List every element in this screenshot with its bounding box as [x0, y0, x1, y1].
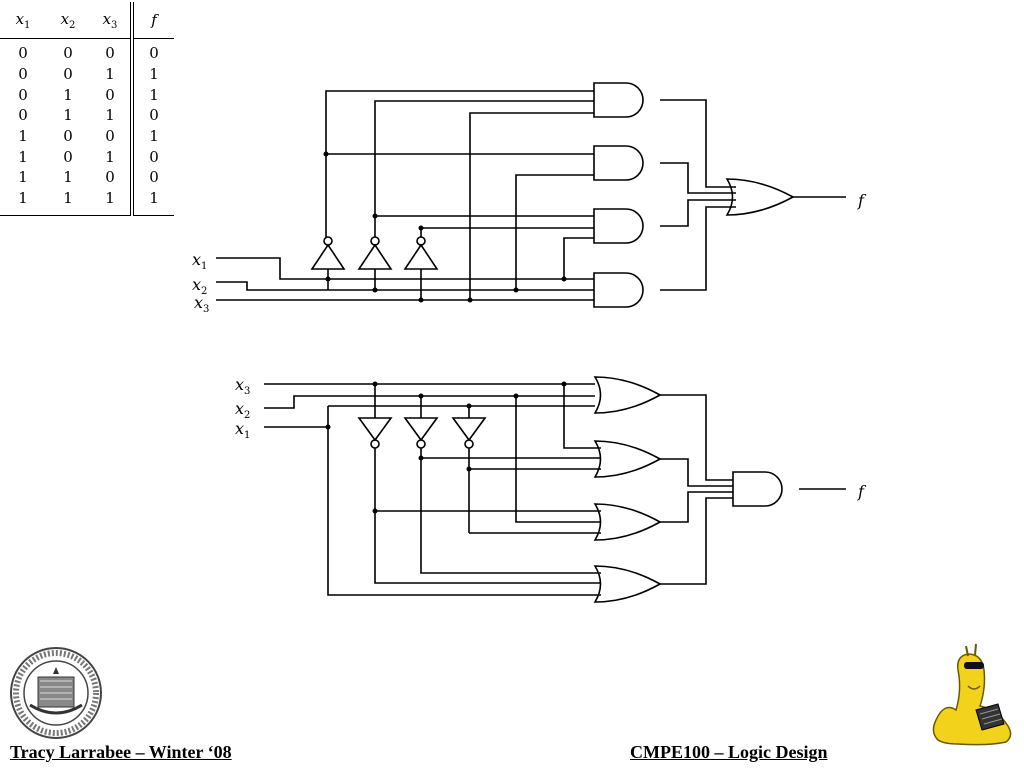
truth-table-cell: 0 [63, 65, 73, 84]
header-f: f [130, 2, 174, 39]
sop-label-f: f [857, 191, 867, 210]
truth-table-cell: 0 [130, 167, 174, 188]
truth-table-cell: 0 [130, 105, 174, 126]
truth-table-cell: 0 [18, 106, 28, 125]
pos-or-gate-4 [593, 565, 662, 603]
truth-table-cell: 1 [105, 147, 115, 166]
sop-or-gate [725, 178, 795, 216]
sop-and-gate-3 [593, 208, 644, 244]
truth-table-cell: 0 [63, 127, 73, 146]
pos-and-gate [732, 471, 783, 507]
truth-table-cell: 1 [63, 85, 73, 104]
pos-label-x2: x2 [235, 399, 250, 421]
truth-table-cell: 0 [18, 44, 28, 63]
banana-slug-mascot [932, 643, 1012, 746]
circuit-diagrams: x1 x2 x3 f x3 x2 x1 f [192, 82, 867, 603]
truth-table-cell: 1 [90, 187, 132, 216]
truth-table-cell: 0 [105, 44, 115, 63]
footer-course: CMPE100 – Logic Design [630, 742, 828, 762]
pos-label-f: f [857, 482, 867, 501]
sop-label-x3: x3 [194, 293, 209, 315]
sop-inverter-x1 [310, 236, 346, 290]
sop-and-gate-1 [593, 82, 644, 118]
header-x3: x3 [90, 2, 132, 39]
uc-seal-logo [10, 647, 102, 739]
sop-input-x2-wire [216, 281, 516, 291]
truth-table-cell: 0 [130, 146, 174, 168]
sop-inverter-x2 [357, 236, 393, 290]
pos-inverter-x1 [451, 406, 487, 449]
truth-table-cell: 0 [130, 38, 174, 64]
truth-table-cell: 1 [63, 106, 73, 125]
truth-table-cell: 1 [105, 65, 115, 84]
pos-or-gate-2 [593, 440, 662, 478]
truth-table-cell: 0 [105, 168, 115, 187]
pos-inverter-x3 [357, 384, 393, 449]
header-x2: x2 [46, 2, 90, 39]
pos-or-gate-3 [593, 503, 662, 541]
sop-circuit [216, 82, 846, 308]
pos-circuit [264, 376, 846, 603]
truth-table-cell: 0 [63, 44, 73, 63]
truth-table-cell: 1 [18, 147, 28, 166]
truth-table-cell: 1 [130, 63, 174, 85]
sop-label-x2: x2 [192, 275, 207, 297]
sop-and-gate-2 [593, 145, 644, 181]
truth-table-cell: 1 [18, 168, 28, 187]
header-x1: x1 [0, 2, 46, 39]
truth-table-cell: 1 [18, 127, 28, 146]
truth-table-cell: 0 [105, 85, 115, 104]
pos-label-x1: x1 [235, 419, 250, 441]
truth-table-cell: 1 [130, 84, 174, 106]
sop-label-x1: x1 [192, 250, 207, 272]
sop-and-gate-4 [593, 272, 644, 308]
pos-input-x2-wire [264, 395, 595, 409]
truth-table-cell: 0 [18, 65, 28, 84]
pos-label-x3: x3 [235, 375, 250, 397]
truth-table-cell: 1 [105, 106, 115, 125]
pos-inverter-x2 [403, 396, 439, 449]
truth-table-cell: 1 [0, 187, 46, 216]
truth-table-cell: 1 [130, 125, 174, 147]
truth-table-cell: 0 [105, 127, 115, 146]
truth-table-cell: 1 [46, 187, 90, 216]
truth-table-cell: 1 [130, 187, 174, 216]
truth-table-cell: 1 [63, 168, 73, 187]
truth-table-cell: 0 [63, 147, 73, 166]
footer-author: Tracy Larrabee – Winter ‘08 [10, 742, 232, 762]
truth-table-cell: 0 [18, 85, 28, 104]
pos-or-gate-1 [593, 376, 662, 414]
truth-table-header: x1 x2 x3 f [0, 2, 174, 39]
